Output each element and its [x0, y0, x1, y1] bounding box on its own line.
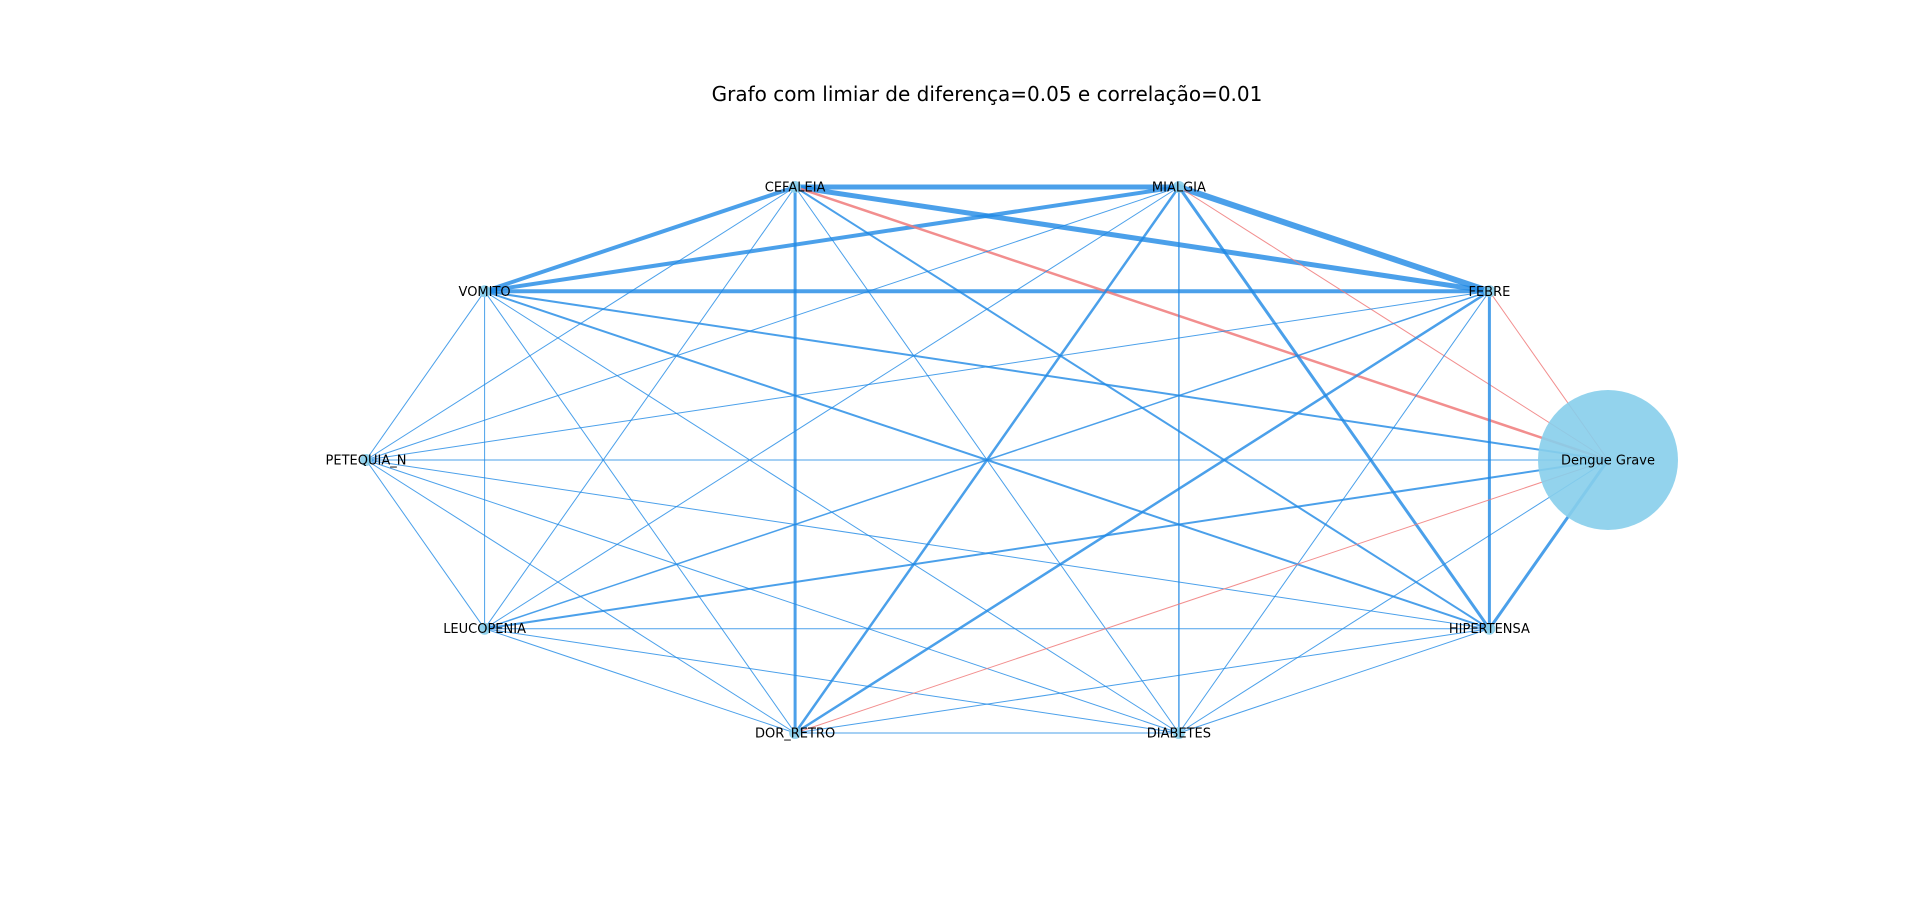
graph-title: Grafo com limiar de diferença=0.05 e cor… [712, 82, 1263, 106]
edge-vomito-petequia-n [365, 290, 486, 461]
node-vomito [478, 285, 491, 298]
edge-mialgia-hipertensa [1177, 185, 1491, 631]
edge-febre-petequia-n [365, 290, 1490, 461]
edge-dor-retro-dengue-grave [794, 459, 1609, 734]
edge-dor-retro-hipertensa [794, 628, 1490, 734]
labels-layer: Dengue Grave FEBRE MIALGIA CEFALEIA VOMITO PE… [326, 181, 1655, 742]
edge-cefaleia-leucopenia [484, 186, 796, 630]
edge-diabetes-hipertensa [1178, 628, 1490, 734]
node-label-diabetes: DIABETES [1147, 727, 1211, 742]
node-label-hipertensa: HIPERTENSA [1449, 622, 1530, 637]
node-label-febre: FEBRE [1468, 285, 1510, 300]
edge-petequia-n-diabetes [365, 459, 1180, 734]
edges-layer [365, 184, 1610, 735]
node-label-mialgia: MIALGIA [1152, 181, 1206, 196]
node-diabetes [1172, 727, 1185, 739]
node-dor-retro [789, 727, 802, 739]
edge-petequia-n-hipertensa [365, 459, 1490, 630]
edge-petequia-n-leucopenia [365, 459, 486, 630]
edge-leucopenia-dor-retro [484, 628, 796, 734]
node-hipertensa [1483, 622, 1496, 635]
edge-vomito-diabetes [484, 290, 1180, 734]
node-dengue-grave [1538, 390, 1678, 530]
nodes-layer [360, 181, 1678, 739]
edge-cefaleia-vomito [482, 185, 798, 294]
edge-petequia-n-dor-retro [365, 459, 796, 734]
edge-mialgia-febre [1175, 184, 1493, 295]
edge-vomito-dor-retro [484, 290, 796, 734]
node-label-dor-retro: DOR_RETRO [755, 727, 835, 742]
node-mialgia [1172, 181, 1185, 193]
node-label-petequia-n: PETEQUIA_N [326, 454, 407, 469]
edge-leucopenia-diabetes [484, 628, 1180, 734]
node-leucopenia [478, 622, 491, 635]
edge-diabetes-dengue-grave [1178, 459, 1609, 734]
node-label-leucopenia: LEUCOPENIA [443, 622, 526, 637]
node-cefaleia [789, 181, 802, 193]
edge-vomito-dengue-grave [483, 290, 1609, 461]
edge-mialgia-petequia-n [365, 186, 1180, 461]
node-label-dengue-grave: Dengue Grave [1561, 454, 1655, 469]
node-febre [1483, 285, 1496, 298]
node-petequia-n [360, 454, 372, 466]
edge-cefaleia-dengue-grave [793, 185, 1610, 462]
edge-leucopenia-dengue-grave [483, 459, 1609, 630]
edge-febre-diabetes [1178, 290, 1490, 734]
node-label-vomito: VOMITO [459, 285, 511, 300]
node-label-cefaleia: CEFALEIA [765, 181, 826, 196]
